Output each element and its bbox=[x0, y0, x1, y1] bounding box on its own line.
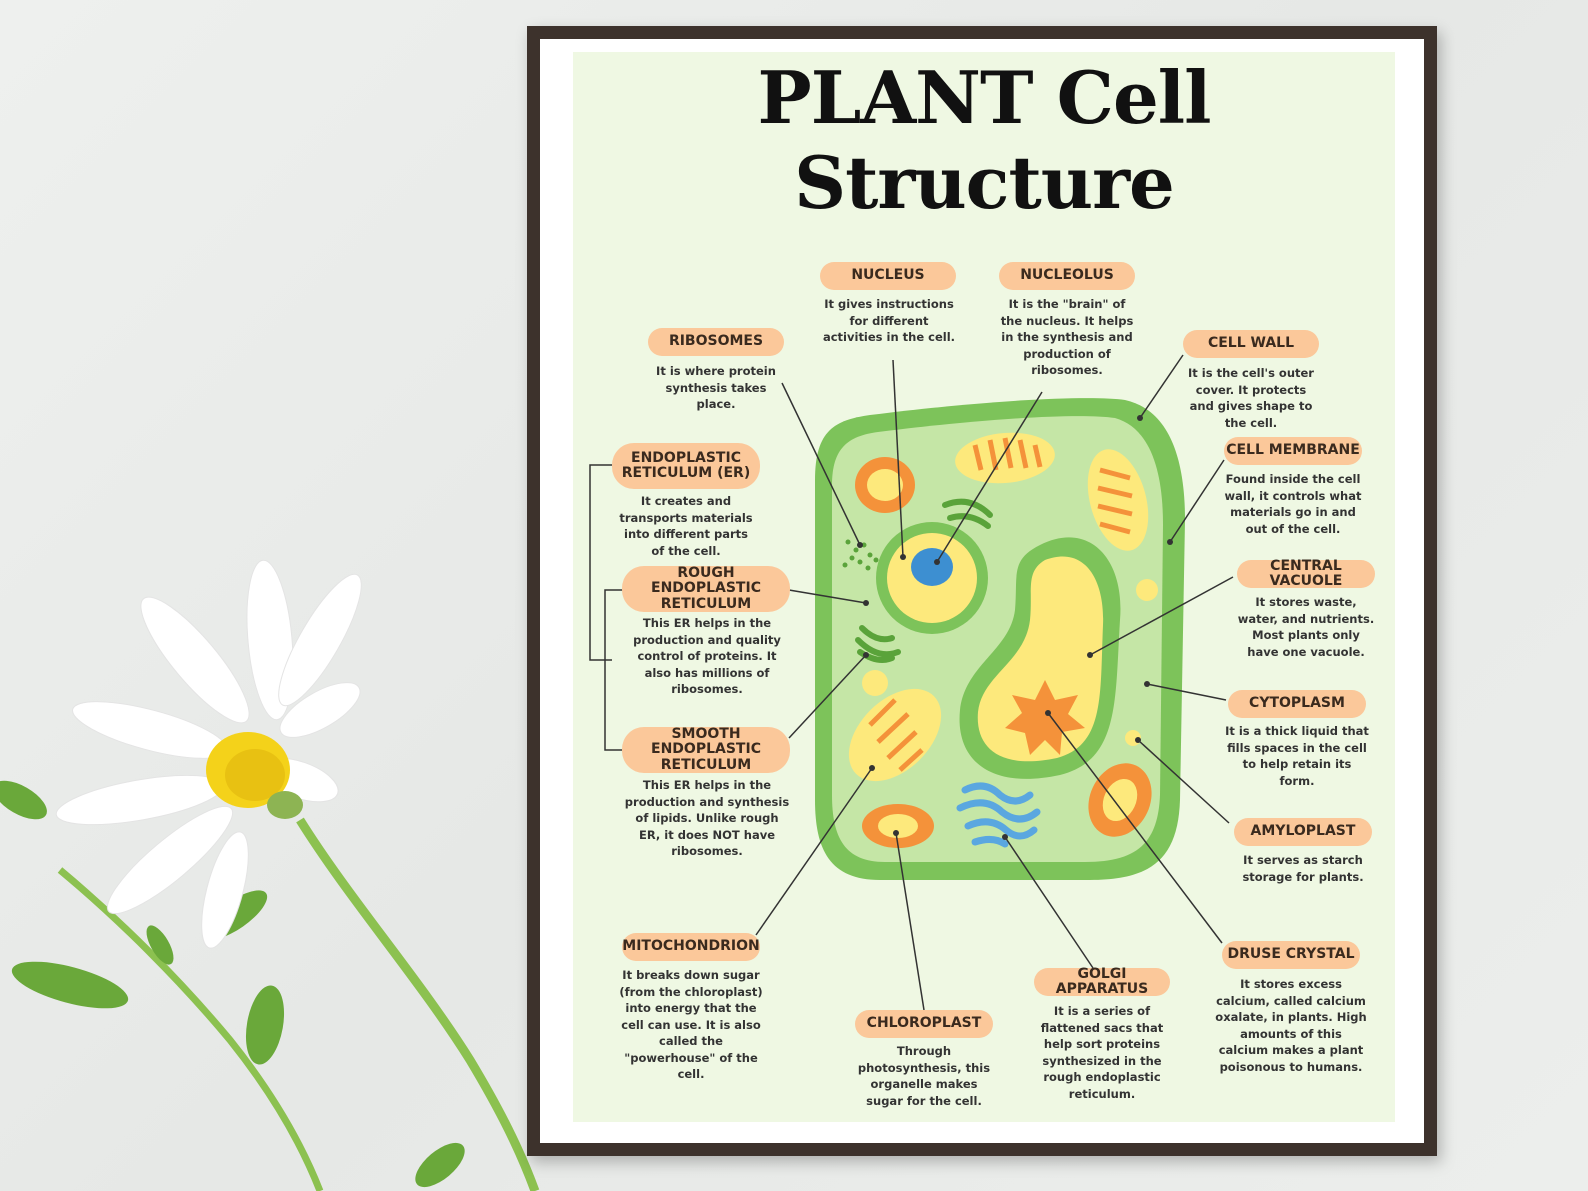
rough-er-label: ROUGH ENDOPLASTIC RETICULUM bbox=[622, 565, 790, 612]
central-vacuole-label: CENTRAL VACUOLE bbox=[1237, 558, 1375, 589]
endoplastic-reticulum-description: It creates and transports materials into… bbox=[619, 494, 753, 558]
druse-crystal-label: DRUSE CRYSTAL bbox=[1222, 941, 1360, 969]
leader-lines bbox=[755, 354, 1234, 1011]
endoplastic-reticulum-label: ENDOPLASTIC RETICULUM (ER) bbox=[612, 443, 760, 489]
cytoplasm-description: It is a thick liquid that fills spaces i… bbox=[1225, 724, 1369, 788]
er-bracket bbox=[589, 464, 612, 661]
mitochondrion-description: It breaks down sugar (from the chloropla… bbox=[619, 968, 763, 1081]
er-sub-bracket bbox=[604, 589, 625, 751]
golgi-shape bbox=[956, 782, 1041, 848]
ribosomes-description: It is where protein synthesis takes plac… bbox=[656, 364, 776, 411]
mitochondria-group bbox=[848, 432, 1152, 848]
cell-wall-description: It is the cell's outer cover. It protect… bbox=[1188, 366, 1314, 430]
nucleolus-label: NUCLEOLUS bbox=[999, 262, 1135, 290]
amyloplast-description: It serves as starch storage for plants. bbox=[1242, 853, 1364, 884]
ribosome-dots bbox=[842, 539, 879, 571]
leader-dots bbox=[857, 415, 1173, 840]
golgi-apparatus-description: It is a series of flattened sacs that he… bbox=[1040, 1004, 1164, 1101]
nucleolus-shape bbox=[911, 548, 953, 586]
mitochondrion-label: MITOCHONDRION bbox=[622, 933, 760, 961]
rough-er-description: This ER helps in the production and qual… bbox=[633, 616, 781, 696]
cell-membrane-description: Found inside the cell wall, it controls … bbox=[1224, 472, 1362, 536]
golgi-apparatus-label: GOLGI APPARATUS bbox=[1034, 966, 1170, 997]
er-shape bbox=[855, 498, 993, 663]
cell-wall-label: CELL WALL bbox=[1183, 330, 1319, 358]
druse-crystal-description: It stores excess calcium, called calcium… bbox=[1215, 977, 1367, 1074]
poster-title: PLANT Cell Structure bbox=[757, 55, 1212, 225]
smooth-er-label: SMOOTH ENDOPLASTIC RETICULUM bbox=[622, 726, 790, 773]
amyloplast-label: AMYLOPLAST bbox=[1234, 818, 1372, 846]
nucleus-description: It gives instructions for different acti… bbox=[822, 297, 956, 344]
smooth-er-description: This ER helps in the production and synt… bbox=[624, 778, 790, 858]
chloroplast-description: Through photosynthesis, this organelle m… bbox=[857, 1044, 991, 1108]
central-vacuole-inner bbox=[977, 556, 1104, 762]
cytoplasm-label: CYTOPLASM bbox=[1228, 690, 1366, 718]
central-vacuole-description: It stores waste, water, and nutrients. M… bbox=[1237, 595, 1375, 659]
chloroplast-label: CHLOROPLAST bbox=[855, 1010, 993, 1038]
cell-membrane-label: CELL MEMBRANE bbox=[1224, 437, 1362, 465]
ribosomes-label: RIBOSOMES bbox=[648, 328, 784, 356]
nucleolus-description: It is the "brain" of the nucleus. It hel… bbox=[1000, 297, 1134, 377]
amyloplast-shape bbox=[1136, 579, 1158, 601]
druse-crystal-shape bbox=[1005, 680, 1085, 755]
nucleus-label: NUCLEUS bbox=[820, 262, 956, 290]
